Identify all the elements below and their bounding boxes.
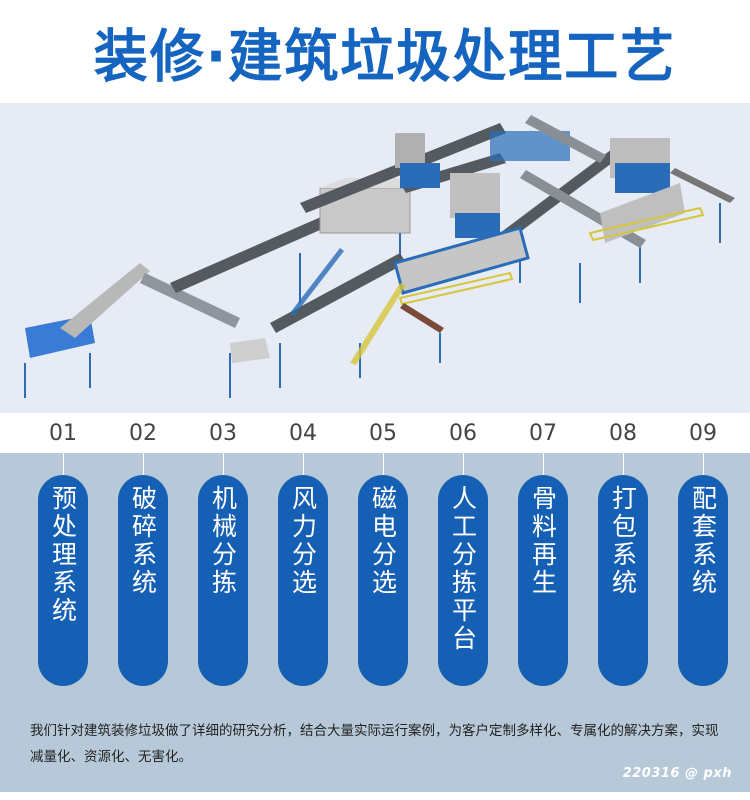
description-text: 我们针对建筑装修垃圾做了详细的研究分析，结合大量实际运行案例，为客户定制多样化、… [30,723,719,765]
processing-line-illustration [24,115,735,398]
step-number: 04 [289,421,317,446]
connector-line [542,453,544,475]
step-pill-magnetic-separation: 磁电分选 [358,475,408,686]
connector-line [462,453,464,475]
step-number: 07 [529,421,557,446]
step-number: 09 [689,421,717,446]
step-label: 风力分选 [288,485,318,597]
step-number: 02 [129,421,157,446]
step-label: 打包系统 [608,485,638,597]
page-title: 装修·建筑垃圾处理工艺 [0,0,750,103]
step-pill-air-separation: 风力分选 [278,475,328,686]
step-label: 人工分拣平台 [448,485,478,653]
step-pill-pretreatment: 预处理系统 [38,475,88,686]
step-pill-mechanical-sorting: 机械分拣 [198,475,248,686]
connector-line [302,453,304,475]
step-pill-manual-sorting: 人工分拣平台 [438,475,488,686]
step-label: 磁电分选 [368,485,398,597]
step-number: 03 [209,421,237,446]
step-label: 配套系统 [688,485,718,597]
connector-line [382,453,384,475]
step-number: 06 [449,421,477,446]
step-label: 预处理系统 [48,485,78,625]
step-pill-auxiliary: 配套系统 [678,475,728,686]
step-numbers-row: 01 02 03 04 05 06 07 08 09 [0,413,750,453]
connector-line [702,453,704,475]
connector-line [222,453,224,475]
step-number: 08 [609,421,637,446]
step-label: 骨料再生 [528,485,558,597]
connector-line [62,453,64,475]
step-pill-baling: 打包系统 [598,475,648,686]
connector-line [142,453,144,475]
hero-image [0,103,750,413]
watermark: 220316 @ pxh [622,766,732,781]
connector-line [622,453,624,475]
step-label: 机械分拣 [208,485,238,597]
page-title-text: 装修·建筑垃圾处理工艺 [93,23,677,90]
step-pill-aggregate-recycling: 骨料再生 [518,475,568,686]
step-number: 05 [369,421,397,446]
step-label: 破碎系统 [128,485,158,597]
step-number: 01 [49,421,77,446]
process-steps-section: 预处理系统 破碎系统 机械分拣 风力分选 磁电分选 人工分拣平台 骨料再生 打包… [0,453,750,792]
step-pill-crushing: 破碎系统 [118,475,168,686]
